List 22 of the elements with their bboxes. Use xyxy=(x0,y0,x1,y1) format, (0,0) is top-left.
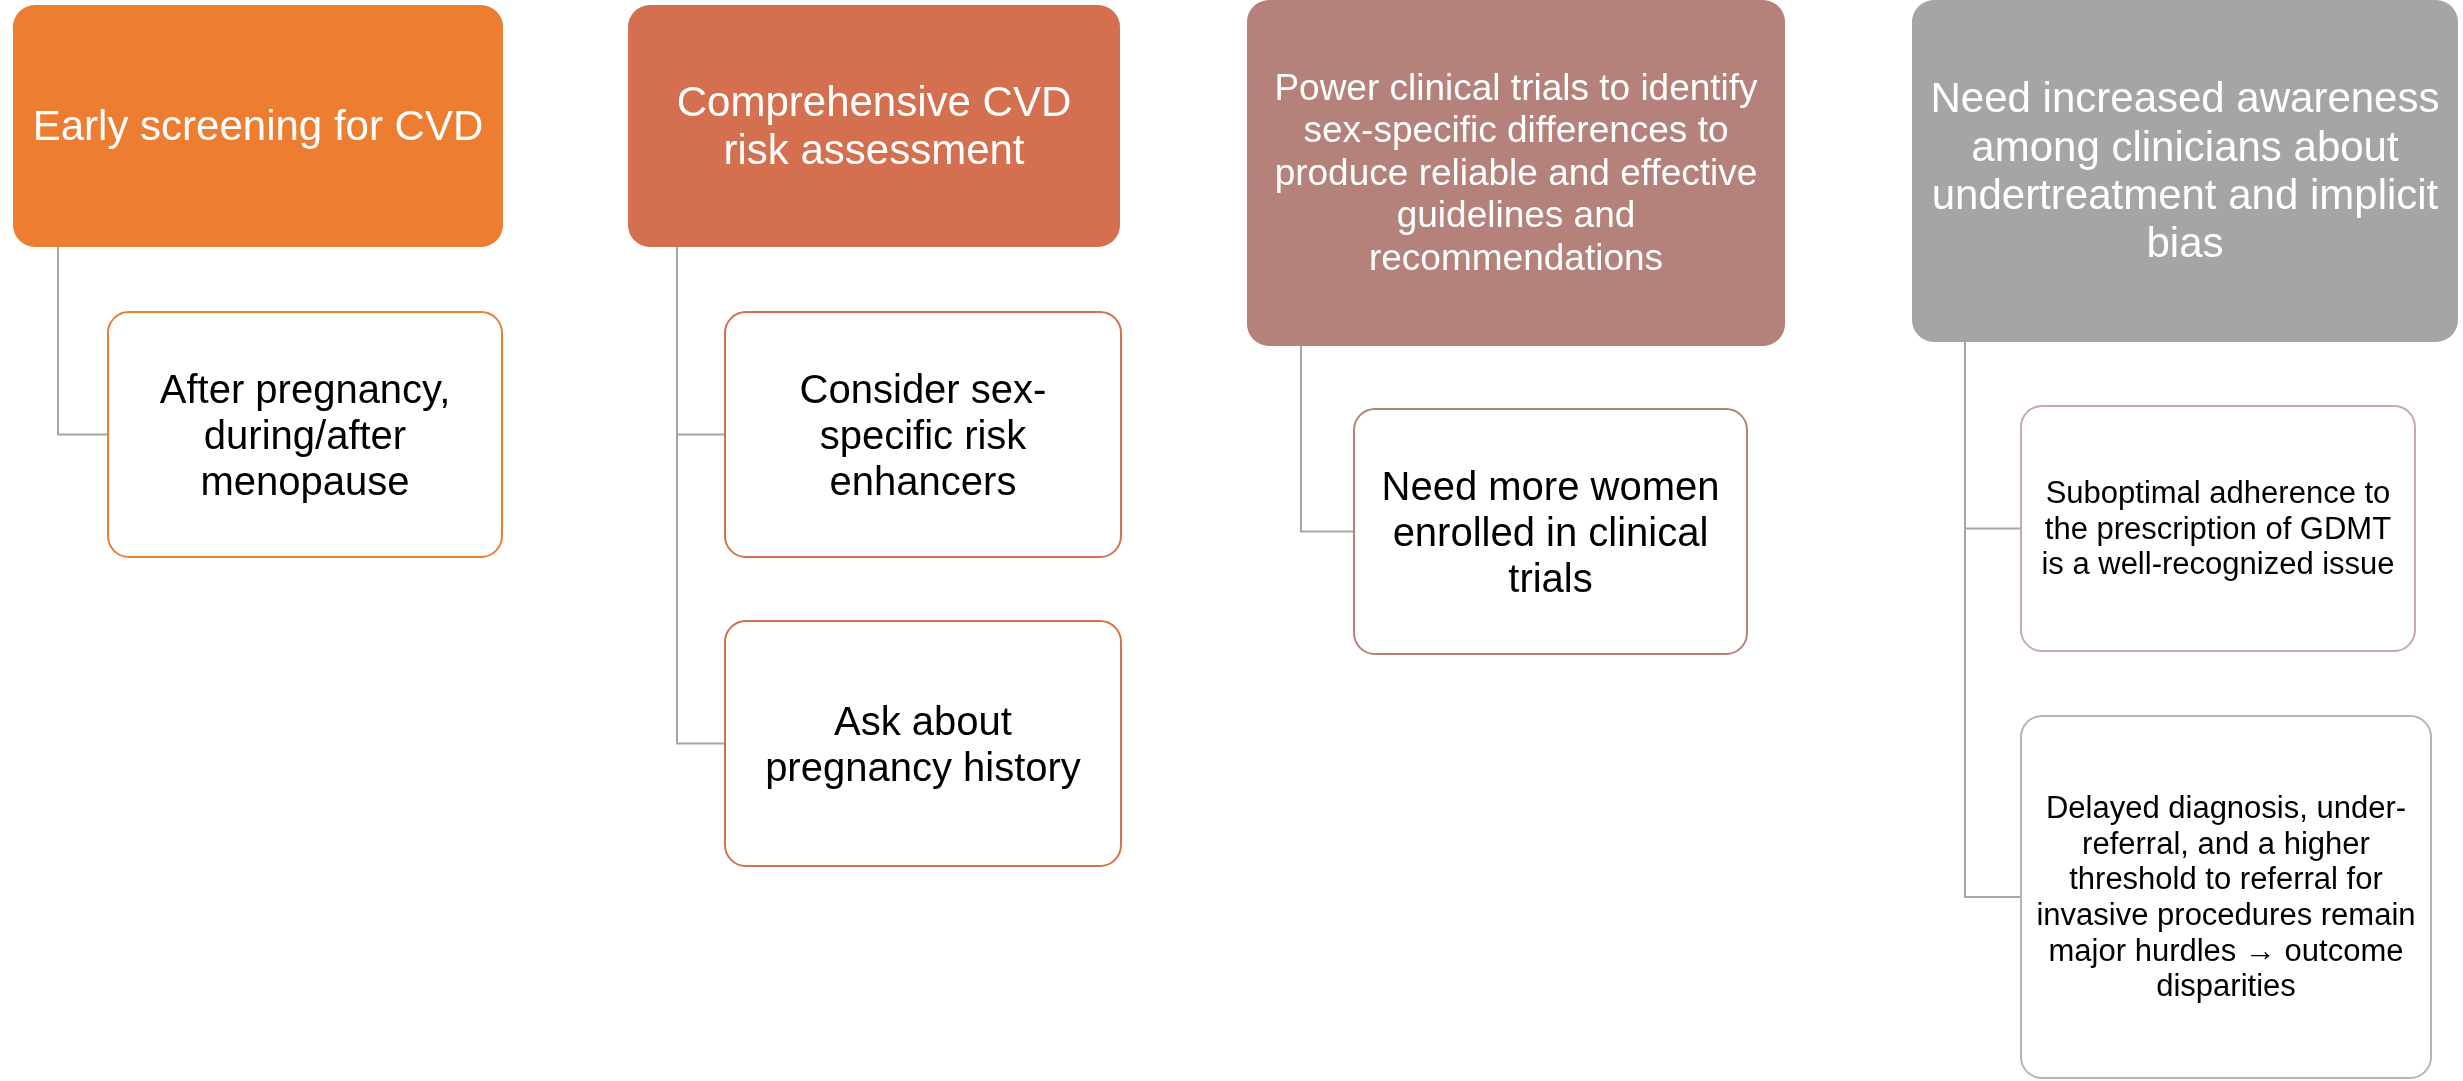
detail-box xyxy=(724,620,1122,867)
box-text: Ask about pregnancy history xyxy=(764,697,1082,790)
connector-line xyxy=(57,246,108,436)
category-box xyxy=(1247,0,1785,346)
detail-box xyxy=(1353,408,1748,655)
connector-line xyxy=(1300,345,1354,533)
box-text: Early screening for CVD xyxy=(32,101,484,151)
category-box xyxy=(13,5,503,247)
box-text: Delayed diagnosis, under-referral, and a higher threshold to referral for invasive procedures remain major hurdles → outcome disparities xyxy=(2036,790,2416,1004)
box-text: Consider sex-specific risk enhancers xyxy=(798,365,1048,504)
box-text: Suboptimal adherence to the prescription of GDMT is a well-recognized issue xyxy=(2040,475,2396,582)
box-text: Need increased awareness among clinicians about undertreatment and implicit bias xyxy=(1929,74,2441,268)
detail-box xyxy=(724,311,1122,558)
box-text: Power clinical trials to identify sex-specific differences to produce reliable and effective guidelines and recommendations xyxy=(1273,66,1759,280)
detail-box xyxy=(2020,715,2432,1079)
box-text: Need more women enrolled in clinical trials xyxy=(1380,462,1721,601)
detail-box xyxy=(107,311,503,558)
category-box xyxy=(1912,0,2458,342)
box-text: Comprehensive CVD risk assessment xyxy=(675,77,1073,175)
detail-box xyxy=(2020,405,2416,652)
category-box xyxy=(628,5,1120,247)
box-text: After pregnancy, during/after menopause xyxy=(158,365,452,504)
